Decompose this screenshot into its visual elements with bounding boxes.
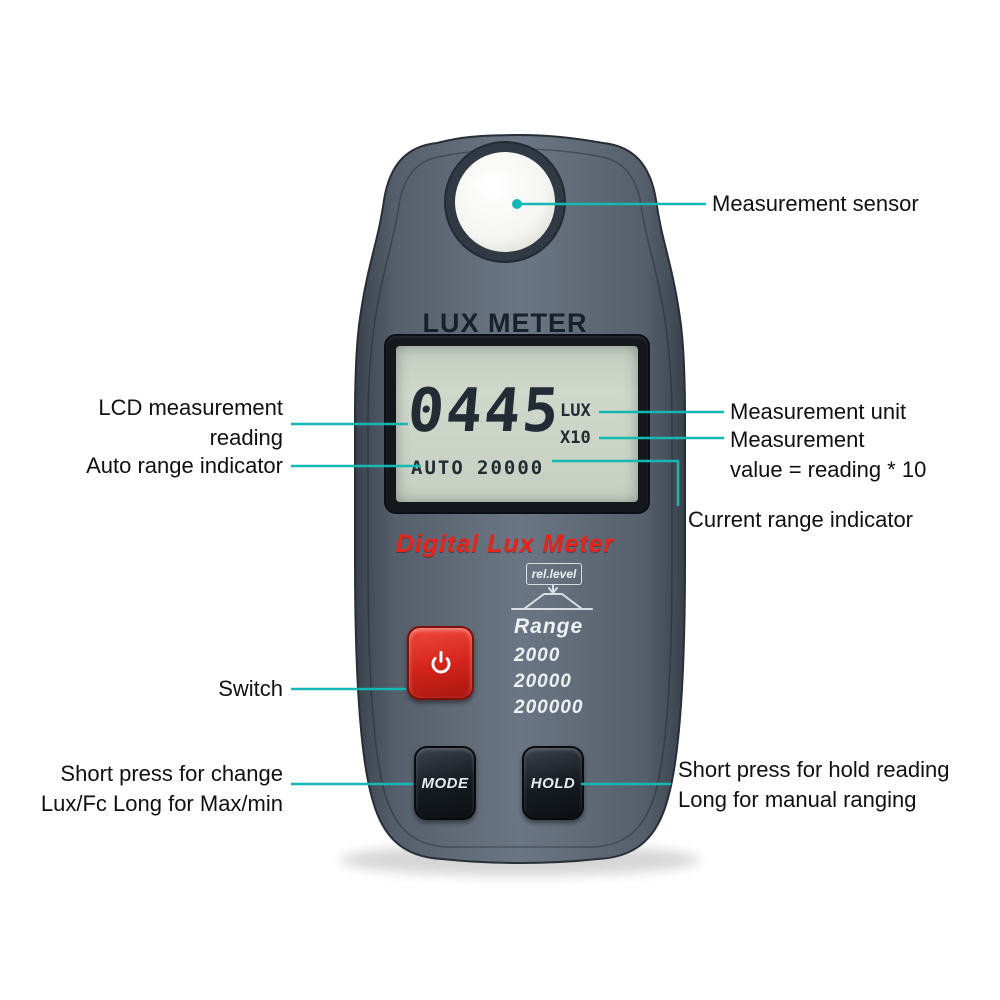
callout-measurement-unit: Measurement unit (730, 399, 907, 424)
power-icon (431, 650, 450, 674)
device-brand-label: LUX METER (422, 308, 588, 338)
lcd-auto-indicator: AUTO (411, 457, 465, 479)
lcd-current-range: 20000 (477, 457, 545, 479)
callout-auto-range: Auto range indicator (86, 453, 283, 478)
callout-measurement-value: Measurement value = reading * 10 (730, 427, 927, 482)
hold-button-label: HOLD (530, 774, 576, 792)
range-option-200000: 200000 (514, 697, 584, 718)
callout-switch: Switch (218, 676, 283, 701)
lcd-unit-label: LUX (560, 401, 591, 421)
mode-button[interactable]: MODE (414, 746, 476, 820)
lcd-reading-digits: 0445 (404, 376, 564, 446)
range-options: 2000 20000 200000 (514, 643, 583, 721)
mode-button-label: MODE (421, 774, 469, 792)
callout-current-range: Current range indicator (688, 507, 914, 532)
sensor-dome-highlight (475, 175, 503, 193)
range-option-2000: 2000 (514, 645, 561, 666)
sensor-dome (455, 152, 555, 252)
lcd-multiplier-label: X10 (560, 428, 591, 448)
callout-hold-button: Short press for hold reading Long for ma… (678, 757, 950, 812)
range-option-20000: 20000 (514, 671, 572, 692)
callout-measurement-sensor: Measurement sensor (712, 191, 919, 216)
callout-lcd-reading: LCD measurement reading (98, 395, 283, 450)
callout-mode-button: Short press for change Lux/Fc Long for M… (40, 761, 283, 816)
range-title: Range (514, 615, 584, 638)
power-button[interactable] (407, 626, 474, 700)
device-subtitle: Digital Lux Meter (395, 530, 615, 558)
device-face-seam (367, 148, 673, 848)
rel-level-label: rel.level (526, 563, 582, 585)
rel-level-icon (511, 584, 593, 610)
hold-button[interactable]: HOLD (522, 746, 584, 820)
